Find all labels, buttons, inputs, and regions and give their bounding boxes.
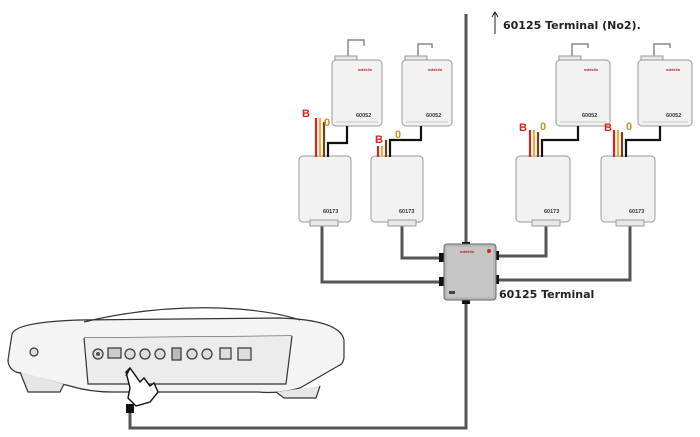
pointing-hand-icon <box>125 366 159 407</box>
svg-text:60173: 60173 <box>544 209 559 215</box>
module-60052-c: märklin 60052 <box>555 43 611 127</box>
svg-text:60052: 60052 <box>582 113 597 119</box>
power-wires-left <box>314 118 423 157</box>
module-60173-d: 60173 <box>600 155 656 227</box>
wire-label-o: 0 <box>324 117 330 129</box>
terminal-no2-label: 60125 Terminal (No2). <box>503 19 641 32</box>
cable-left-2 <box>400 226 442 260</box>
wire-label-o: 0 <box>540 121 546 133</box>
cable-right-1 <box>496 226 548 258</box>
module-60052-a: märklin 60052 <box>331 39 383 127</box>
central-station <box>7 307 345 399</box>
wire-label-b: B <box>604 122 612 134</box>
module-60052-b: märklin 60052 <box>401 43 453 127</box>
up-arrow-icon <box>491 11 499 34</box>
wire-label-b: B <box>375 134 383 146</box>
module-60173-c: 60173 <box>515 155 571 227</box>
module-60173-a: 60173 <box>298 155 352 227</box>
power-wires-right <box>528 126 662 157</box>
plug <box>126 404 134 413</box>
wire-label-o: 0 <box>395 129 401 141</box>
terminal-60125: märklin <box>443 243 497 301</box>
svg-text:60173: 60173 <box>323 209 338 215</box>
plug <box>439 253 446 262</box>
svg-text:märklin: märklin <box>584 67 599 72</box>
module-60173-b: 60173 <box>370 155 424 227</box>
svg-text:60173: 60173 <box>629 209 644 215</box>
svg-text:60052: 60052 <box>426 113 441 119</box>
terminal-label: 60125 Terminal <box>499 288 594 301</box>
svg-text:60052: 60052 <box>666 113 681 119</box>
module-60052-d: märklin 60052 <box>637 43 693 127</box>
svg-text:märklin: märklin <box>428 67 443 72</box>
svg-text:märklin: märklin <box>358 67 373 72</box>
bus-wiring <box>128 14 632 430</box>
bus-line-to-controller <box>128 300 468 430</box>
svg-text:märklin: märklin <box>666 67 681 72</box>
terminal-led <box>487 249 491 253</box>
svg-text:60173: 60173 <box>399 209 414 215</box>
plug <box>439 277 446 286</box>
wire-label-o: 0 <box>626 121 632 133</box>
wire-label-b: B <box>302 108 310 120</box>
svg-text:60052: 60052 <box>356 113 371 119</box>
cable-left-1 <box>320 226 442 284</box>
terminal-brand: märklin <box>460 249 475 254</box>
cable-right-2 <box>496 226 632 282</box>
wire-label-b: B <box>519 122 527 134</box>
